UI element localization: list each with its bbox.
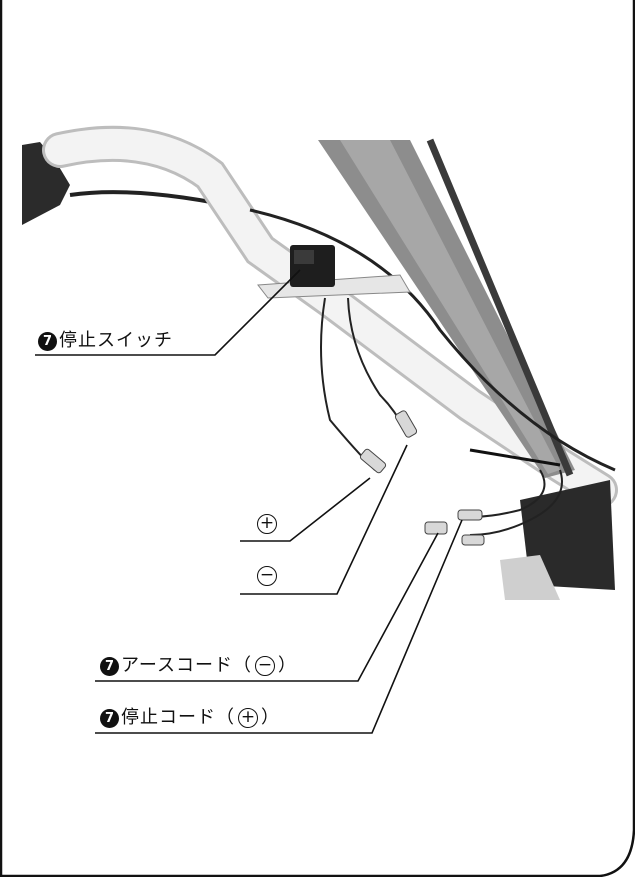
earth-cord-label: アースコード（ [121,655,253,676]
minus-symbol-icon: − [257,566,277,586]
minus-terminal [394,410,418,438]
plus-symbol-icon: + [238,708,258,728]
left-grip [22,142,70,225]
leader-stop-cord [95,519,463,734]
cord-connector-2 [457,509,483,521]
cord-connector-1 [424,521,448,535]
earth-cord-close: ） [278,655,298,676]
cord-connector-3 [461,534,485,546]
engine-part [520,480,615,590]
number-7-icon: 7 [100,708,119,728]
switch-plate [257,274,411,299]
minus-symbol-icon: − [255,656,276,676]
leader-stop-switch [35,269,301,356]
number-7-icon: 7 [38,331,57,351]
plus-terminal [359,448,387,474]
leader-plus [240,477,371,542]
stop-cord-close: ） [261,707,280,728]
stop-cord-label: 停止コード（ [121,707,235,728]
stop-switch-label: 停止スイッチ [59,330,173,351]
plus-symbol-icon: + [257,514,277,534]
leader-minus [240,444,408,595]
number-7-icon: 7 [100,656,119,676]
leader-earth-cord [95,532,439,682]
